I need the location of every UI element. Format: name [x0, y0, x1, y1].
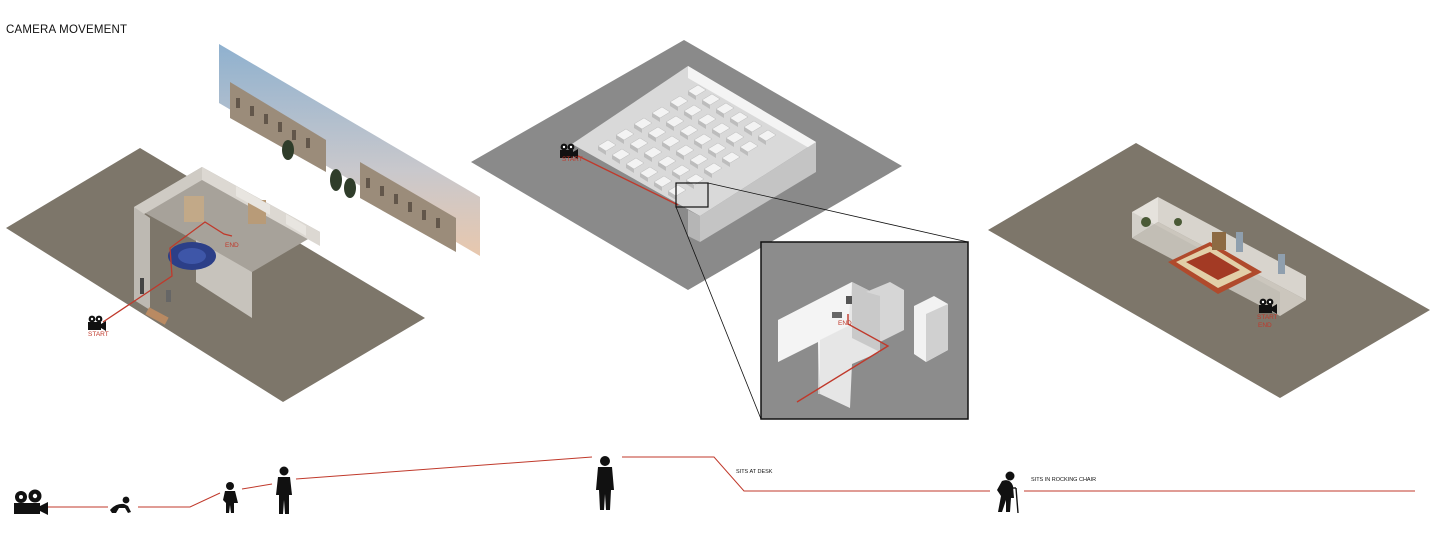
office-cubicle-side: [680, 131, 688, 140]
office-cubicle-side: [626, 164, 634, 173]
office-camera-path: [569, 151, 679, 206]
office-cubicle-side: [652, 113, 660, 122]
page-title: CAMERA MOVEMENT: [6, 24, 128, 36]
annotation-sits-in-rocking-chair: SITS IN ROCKING CHAIR: [1031, 477, 1096, 483]
zoom-selection-box: [675, 182, 709, 208]
office-cubicle-side: [708, 149, 716, 158]
timeline-camera-icon: [14, 489, 48, 515]
office-cubicle-side: [670, 102, 678, 111]
toddler-icon: [223, 482, 238, 513]
office-cubicle-side: [744, 127, 752, 136]
office-cubicle-side: [758, 136, 766, 145]
office-cubicle-side: [688, 91, 696, 100]
office-cubicle-side: [730, 118, 738, 127]
house-model: [134, 167, 320, 325]
office-cubicle-side: [668, 191, 676, 200]
life-timeline: SITS AT DESK SITS IN ROCKING CHAIR: [14, 456, 1415, 515]
child-icon: [276, 466, 292, 514]
man-icon: [596, 456, 614, 510]
living-room-start-label: START: [1257, 314, 1278, 321]
office-cubicle-side: [698, 120, 706, 129]
office-cubicle-side: [686, 180, 694, 189]
office-cubicle-side: [612, 155, 620, 164]
office-cubicle-side: [662, 142, 670, 151]
house-camera-path: [102, 221, 233, 323]
office-cubicle-side: [640, 173, 648, 182]
office-scene: START END: [471, 40, 969, 420]
office-cubicle-side: [630, 144, 638, 153]
office-cubicle-side: [666, 122, 674, 131]
living-room-scene: START END: [988, 143, 1430, 398]
office-cubicle-side: [690, 160, 698, 169]
office-cubicle-side: [726, 138, 734, 147]
elderly-man-cane-icon: [997, 471, 1019, 514]
office-cubicle-side: [722, 158, 730, 167]
house-start-label: START: [88, 331, 109, 338]
office-cubicle-side: [702, 100, 710, 109]
desk-camera-path: [796, 314, 890, 403]
desk-detail-inset: END: [760, 241, 969, 420]
office-cubicle-side: [616, 135, 624, 144]
office-start-label: START: [562, 156, 583, 163]
office-cubicle-side: [648, 133, 656, 142]
office-cubicle-side: [716, 109, 724, 118]
office-cubicle-grid: [597, 84, 777, 200]
annotation-sits-at-desk: SITS AT DESK: [736, 469, 773, 475]
office-cubicle-side: [634, 124, 642, 133]
house-scene: START END: [6, 44, 480, 402]
house-start-camera-icon: [88, 315, 106, 331]
desk-end-label: END: [838, 320, 852, 327]
living-room-end-label: END: [1258, 322, 1272, 329]
house-end-label: END: [225, 242, 239, 249]
timeline-segments: [46, 456, 1415, 508]
office-cubicle-side: [598, 146, 606, 155]
office-cubicle-side: [740, 147, 748, 156]
street-facade-backdrop: [219, 44, 480, 256]
office-cubicle-side: [654, 182, 662, 191]
living-room-model: [1132, 197, 1306, 316]
office-cubicle-side: [644, 153, 652, 162]
baby-crawling-icon: [110, 496, 131, 513]
office-building: [572, 66, 816, 242]
office-cubicle-side: [672, 171, 680, 180]
office-cubicle-side: [712, 129, 720, 138]
office-cubicle-side: [684, 111, 692, 120]
office-cubicle-side: [658, 162, 666, 171]
office-cubicle-side: [694, 140, 702, 149]
office-cubicle-side: [676, 151, 684, 160]
office-cubicle-side: [704, 169, 712, 178]
